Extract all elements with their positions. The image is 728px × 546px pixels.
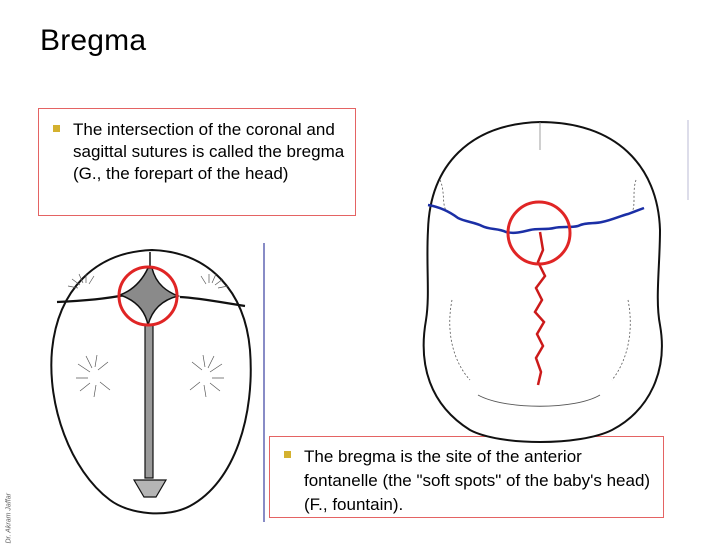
- bregma-highlight-circle: [117, 265, 179, 327]
- temporal-line: [449, 299, 631, 381]
- slide-title: Bregma: [40, 24, 147, 57]
- posterior-fontanelle: [132, 479, 168, 498]
- adult-skull-illustration: [422, 120, 663, 443]
- bullet-item: The intersection of the coronal and sagi…: [53, 119, 347, 185]
- sagittal-suture: [144, 324, 154, 479]
- infant-skull-illustration: [50, 248, 252, 515]
- square-bullet-icon: [284, 451, 291, 458]
- bregma-highlight-circle: [506, 200, 572, 266]
- square-bullet-icon: [53, 125, 60, 132]
- occipital-line: [477, 394, 601, 407]
- callout-coronal-sagittal: The intersection of the coronal and sagi…: [38, 108, 356, 216]
- bullet-text: The bregma is the site of the anterior f…: [304, 447, 651, 514]
- skull-outline: [422, 120, 663, 443]
- ossification-marks: [67, 273, 229, 398]
- sagittal-suture: [533, 231, 547, 386]
- temporal-line: [439, 179, 637, 213]
- bullet-item: The bregma is the site of the anterior f…: [284, 445, 655, 517]
- bullet-text: The intersection of the coronal and sagi…: [73, 120, 345, 183]
- callout-fontanelle: The bregma is the site of the anterior f…: [269, 436, 664, 518]
- coronal-suture: [427, 203, 645, 235]
